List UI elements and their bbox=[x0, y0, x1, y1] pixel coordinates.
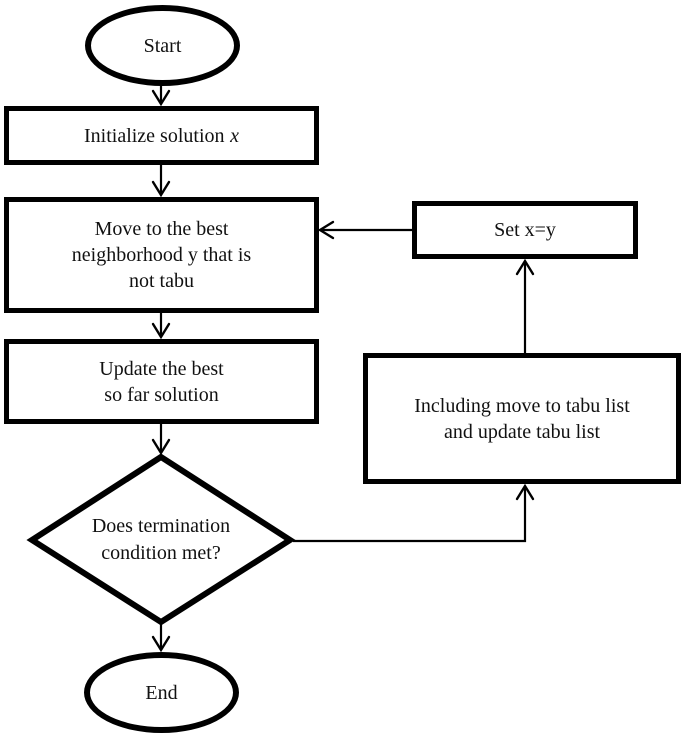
arrowhead-set-move bbox=[317, 220, 335, 240]
arrowhead-decision-end bbox=[151, 635, 171, 653]
set-node: Set x=y bbox=[412, 201, 638, 259]
set-label: Set x=y bbox=[494, 219, 556, 241]
arrowhead-move-update bbox=[151, 322, 171, 340]
initialize-label-prefix: Initialize solution bbox=[83, 124, 225, 147]
update-label-line1: Update the best bbox=[99, 357, 224, 380]
update-node: Update the best so far solution bbox=[4, 339, 319, 424]
move-node: Move to the best neighborhood y that is … bbox=[4, 197, 319, 313]
end-label: End bbox=[145, 681, 178, 704]
initialize-label-variable: x bbox=[230, 124, 239, 147]
arrowhead-update-decision bbox=[151, 438, 171, 456]
edge-decision-include bbox=[293, 487, 527, 543]
decision-node: Does termination condition met? bbox=[32, 458, 290, 622]
move-label-line2: neighborhood y that is bbox=[71, 244, 252, 266]
decision-label-line1: Does termination bbox=[91, 515, 231, 537]
move-label-line3: not tabu bbox=[129, 270, 194, 292]
include-label-line2: and update tabu list bbox=[443, 420, 601, 443]
include-node: Including move to tabu list and update t… bbox=[363, 353, 681, 484]
arrowhead-decision-include bbox=[515, 483, 535, 501]
arrowhead-start-initialize bbox=[151, 89, 171, 107]
decision-label-line2: condition met? bbox=[101, 542, 221, 564]
move-label-line1: Move to the best bbox=[94, 218, 229, 240]
start-label: Start bbox=[143, 34, 182, 57]
update-label-line2: so far solution bbox=[104, 383, 219, 406]
arrowhead-include-set bbox=[515, 258, 535, 276]
end-node: End bbox=[84, 652, 239, 733]
arrowhead-initialize-move bbox=[151, 180, 171, 198]
include-label-line1: Including move to tabu list bbox=[414, 394, 630, 417]
start-node: Start bbox=[85, 5, 240, 86]
